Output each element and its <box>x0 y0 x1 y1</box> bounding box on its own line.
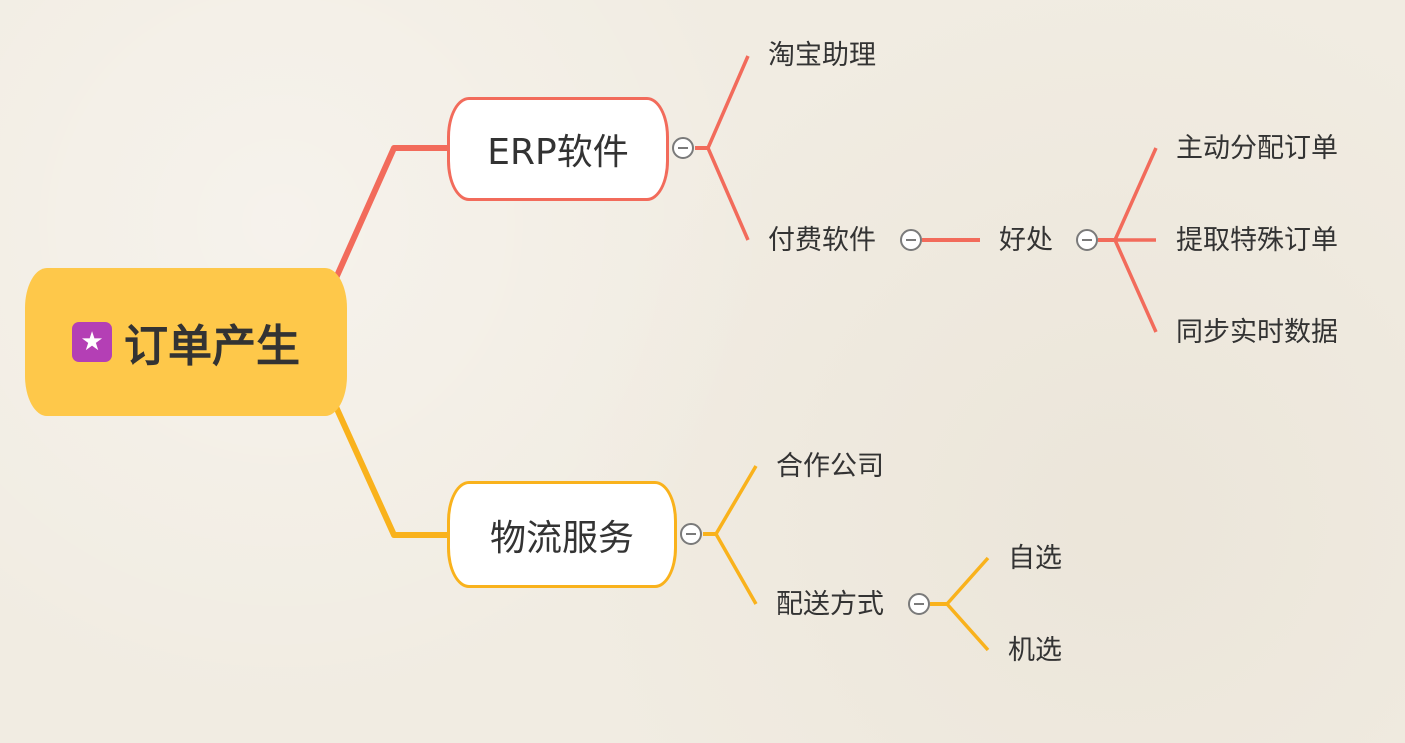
subtopic-machine-select[interactable]: 机选 <box>1008 635 1062 666</box>
topic-logistics-service[interactable]: 物流服务 <box>447 481 677 588</box>
subtopic-sync-realtime-data[interactable]: 同步实时数据 <box>1176 317 1338 348</box>
topic-erp-software[interactable]: ERP软件 <box>447 97 669 201</box>
collapse-benefits-button[interactable] <box>1076 229 1098 251</box>
collapse-logistics-button[interactable] <box>680 523 702 545</box>
root-topic[interactable]: ★ 订单产生 <box>25 268 347 416</box>
subtopic-extract-special-orders[interactable]: 提取特殊订单 <box>1176 225 1338 256</box>
subtopic-paid-software[interactable]: 付费软件 <box>768 225 876 256</box>
root-topic-label: 订单产生 <box>124 321 300 372</box>
subtopic-delivery-method[interactable]: 配送方式 <box>776 589 884 620</box>
collapse-erp-button[interactable] <box>672 137 694 159</box>
subtopic-partner-companies[interactable]: 合作公司 <box>776 451 884 482</box>
topic-label: 物流服务 <box>489 517 634 559</box>
topic-label: ERP软件 <box>487 132 629 173</box>
subtopic-benefits[interactable]: 好处 <box>999 225 1053 256</box>
collapse-paid-software-button[interactable] <box>900 229 922 251</box>
subtopic-auto-assign-orders[interactable]: 主动分配订单 <box>1176 133 1338 164</box>
star-icon: ★ <box>72 322 112 362</box>
subtopic-self-select[interactable]: 自选 <box>1008 543 1062 574</box>
subtopic-taobao-assistant[interactable]: 淘宝助理 <box>768 40 876 71</box>
collapse-delivery-method-button[interactable] <box>908 593 930 615</box>
